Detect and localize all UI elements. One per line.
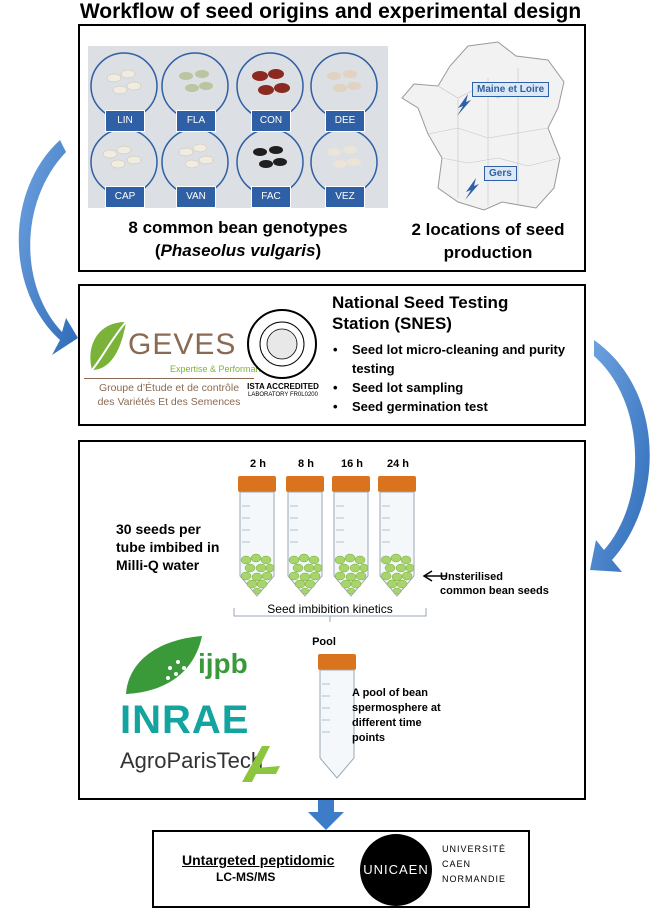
geves-tagline: Expertise & Performance <box>170 364 271 374</box>
genotype-tag-cap: CAP <box>105 186 145 208</box>
arrow-right-curve <box>590 340 650 572</box>
ista-accredited: ISTA ACCREDITED <box>247 382 319 391</box>
genotype-tag-fla: FLA <box>176 110 216 132</box>
figure-title: Workflow of seed origins and experimenta… <box>79 0 582 23</box>
map-label-maine-et-loire: Maine et Loire <box>472 82 550 97</box>
time-label-2h: 2 h <box>250 458 266 470</box>
unicaen-logo-text: UNICAEN <box>363 862 429 877</box>
genotype-tag-dee: DEE <box>325 110 365 132</box>
agroparistech-logo: AgroParisTech <box>120 748 264 773</box>
kinetics-label: Seed imbibition kinetics <box>267 602 393 616</box>
france-map-outline <box>401 41 565 211</box>
genotype-tag-van: VAN <box>176 186 216 208</box>
ijpb-leaf-icon <box>126 636 202 694</box>
geves-leaf-icon <box>90 321 127 371</box>
pool-description: A pool of bean spermosphere at different… <box>352 687 441 744</box>
time-label-16h: 16 h <box>340 458 363 470</box>
arrow-left-curve <box>18 140 78 355</box>
genotype-photo: LIN FLA CON DEE CAP VAN FAC VEZ <box>88 46 388 208</box>
geves-full-name: Groupe d’Étude et de contrôle des Variét… <box>84 378 254 409</box>
panel-seed-origins: LIN FLA CON DEE CAP VAN FAC VEZ Maine et… <box>78 24 586 272</box>
ista-lab: LABORATORY FR0L0200 <box>248 392 318 398</box>
genotype-tag-vez: VEZ <box>325 186 365 208</box>
agroparistech-mark-icon <box>242 746 280 782</box>
genotypes-caption: 8 common bean genotypes (Phaseolus vulga… <box>128 218 348 260</box>
bullet-item: Seed lot micro-cleaning and purity testi… <box>330 340 570 378</box>
ijpb-logo-text: ijpb <box>198 648 248 679</box>
time-label-24h: 24 h <box>386 458 409 470</box>
france-map: Maine et Loire Gers <box>398 38 576 218</box>
bullet-item: Seed lot sampling <box>330 378 570 397</box>
pin-gers <box>465 178 479 200</box>
unsterilised-label: Unsterilised common bean seeds <box>440 571 549 597</box>
kinetics-bracket <box>233 608 427 622</box>
genotype-tag-lin: LIN <box>105 110 145 132</box>
pin-maine-et-loire <box>457 94 471 116</box>
seeds-per-tube-text: 30 seeds per tube imbibed in Milli-Q wat… <box>116 521 220 573</box>
panel-seed-testing: GEVES Expertise & Performance Groupe d’É… <box>78 284 586 426</box>
pool-tube <box>318 654 356 779</box>
method-technique: LC-MS/MS <box>216 870 276 884</box>
unicaen-logo: UNICAEN <box>360 834 432 906</box>
seeds-pointer-arrow <box>422 570 446 582</box>
inrae-logo: INRAE <box>120 698 250 742</box>
geves-name: GEVES <box>128 328 237 361</box>
university-name: UNIVERSITÉ CAEN NORMANDIE <box>442 844 507 884</box>
imbibition-tubes <box>238 476 417 597</box>
time-label-8h: 8 h <box>298 458 314 470</box>
station-title: National Seed Testing Station (SNES) <box>332 293 509 333</box>
arrow-down <box>308 800 344 830</box>
method-title: Untargeted peptidomic <box>182 852 335 868</box>
panel-imbibition: 2 h 8 h 16 h 24 h 30 seeds per tube imbi… <box>78 440 586 800</box>
pool-label: Pool <box>312 636 336 648</box>
genotype-tag-con: CON <box>251 110 291 132</box>
bullet-item: Seed germination test <box>330 397 570 416</box>
ista-seal-icon <box>247 309 317 379</box>
station-bullets: Seed lot micro-cleaning and purity testi… <box>330 340 570 416</box>
panel-peptidomic: Untargeted peptidomic LC-MS/MS UNICAEN U… <box>152 830 530 908</box>
genotype-tag-fac: FAC <box>251 186 291 208</box>
locations-caption: 2 locations of seed production <box>411 220 565 262</box>
map-label-gers: Gers <box>484 166 517 181</box>
